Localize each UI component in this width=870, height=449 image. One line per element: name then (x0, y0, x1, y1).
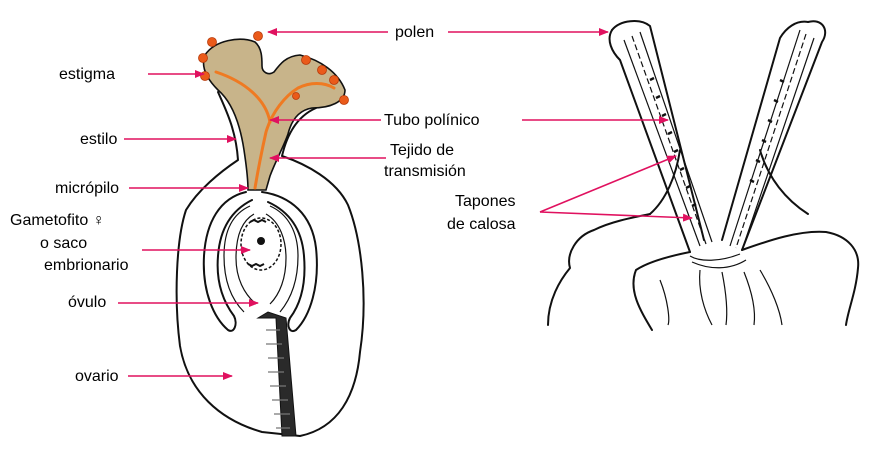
label-estigma: estigma (59, 66, 115, 83)
pollen-grain (293, 93, 300, 100)
style-cross-section (548, 21, 858, 330)
arrow-tapones-lower (540, 212, 692, 218)
label-tapones-1: Tapones (455, 193, 516, 210)
label-tapones-2: de calosa (447, 216, 516, 233)
left-arm-inner-b (632, 36, 706, 244)
base-outline-left (548, 214, 650, 325)
arrow-tapones-upper (540, 156, 676, 212)
label-gametofito-1: Gametofito ♀ (10, 212, 105, 229)
pollen-grain (302, 56, 311, 65)
base-outline-right (742, 232, 858, 325)
right-arm-outer (742, 21, 825, 250)
integument-outer (204, 192, 252, 331)
left-arm-inner-c (640, 32, 712, 242)
label-gametofito-2: o saco (40, 235, 87, 252)
pollen-grain (330, 76, 339, 85)
right-arm-inner-a (730, 30, 800, 246)
pollen-grain (340, 96, 349, 105)
label-gametofito-3: embrionario (44, 257, 129, 274)
right-arm-outer2 (722, 22, 808, 240)
right-arm-inner-c (742, 38, 814, 250)
label-tejido-1: Tejido de (390, 142, 454, 159)
pollen-grain (254, 32, 263, 41)
label-polen: polen (395, 24, 434, 41)
label-estilo: estilo (80, 131, 117, 148)
pointer-arrows (118, 32, 692, 376)
label-micropilo: micrópilo (55, 180, 119, 197)
pollen-grain (318, 66, 327, 75)
left-shoulder (633, 252, 690, 330)
label-tubo-polinico: Tubo polínico (384, 112, 480, 129)
label-tejido-2: transmisión (384, 163, 466, 180)
pollen-grain (199, 54, 208, 63)
inner-loops (700, 270, 755, 325)
ovary-top (660, 254, 782, 325)
pollen-grain (208, 38, 217, 47)
pollen-grain (201, 72, 210, 81)
embryo-sac-nucleus (257, 237, 265, 245)
label-ovario: ovario (75, 368, 119, 385)
label-ovulo: óvulo (68, 294, 106, 311)
